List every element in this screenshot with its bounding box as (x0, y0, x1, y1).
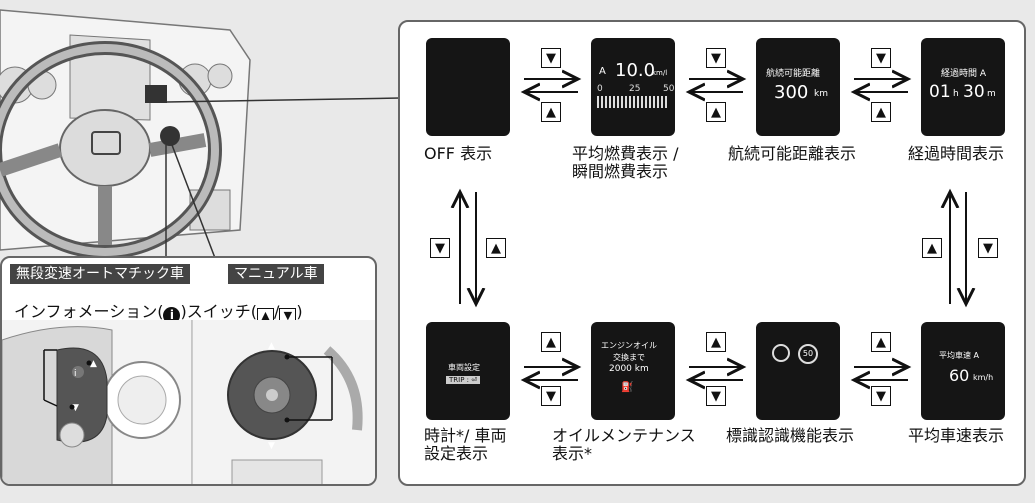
speed-limit-sign-icon: 50 (798, 344, 818, 364)
tab-cvt-label: 無段変速オートマチック車 (10, 264, 190, 284)
cycle-arrows (400, 22, 1028, 488)
down-button-icon: ▼ (871, 48, 891, 68)
no-overtaking-sign-icon (772, 344, 790, 362)
caption-speed: 平均車速表示 (908, 426, 1005, 445)
svg-text:▲: ▲ (90, 359, 97, 369)
switch-illustrations: i ▲ ▼ ▲ ▼ (2, 320, 375, 484)
info-icon: i (163, 307, 181, 324)
caption-sign: 標識認識機能表示 (726, 426, 855, 445)
tab-manual-label: マニュアル車 (228, 264, 324, 284)
screen-off (426, 38, 510, 136)
switch-callout: 無段変速オートマチック車 マニュアル車 インフォメーション(i)スイッチ(▲/▼… (0, 256, 377, 486)
up-button-icon: ▲ (706, 102, 726, 122)
screen-range: 航続可能距離 300 km (756, 38, 840, 136)
caption-clock-2: 設定表示 (424, 444, 489, 463)
up-button-icon: ▲ (541, 102, 561, 122)
down-button-icon: ▼ (430, 238, 450, 258)
svg-text:▼: ▼ (268, 441, 275, 451)
screen-sign-recognition: 50 (756, 322, 840, 420)
up-button-icon: ▲ (541, 332, 561, 352)
caption-fuel-1: 平均燃費表示 / (572, 144, 679, 163)
down-button-icon: ▼ (978, 238, 998, 258)
svg-text:▲: ▲ (268, 341, 275, 351)
caption-range: 航続可能距離表示 (728, 144, 857, 163)
fuel-bar-graph (597, 96, 669, 108)
caption-elapsed: 経過時間表示 (908, 144, 1005, 163)
down-button-icon: ▼ (871, 386, 891, 406)
down-button-icon: ▼ (541, 48, 561, 68)
svg-text:i: i (74, 369, 77, 379)
screen-vehicle-settings: 車両設定 TRIP : ⏎ (426, 322, 510, 420)
down-button-icon: ▼ (706, 386, 726, 406)
up-button-icon: ▲ (922, 238, 942, 258)
up-button-icon: ▲ (706, 332, 726, 352)
caption-oil-2: 表示* (552, 444, 593, 463)
screen-oil-maintenance: エンジンオイル 交換まで 2000 km ⛽ (591, 322, 675, 420)
display-cycle-panel: ▼ ▲ ▼ ▲ ▼ ▲ ▲ ▼ ▲ ▼ ▲ ▼ ▼ ▲ ▲ ▼ A 10.0 k… (398, 20, 1026, 486)
down-button-icon: ▼ (706, 48, 726, 68)
caption-off: OFF 表示 (424, 144, 493, 163)
svg-text:▼: ▼ (72, 403, 79, 413)
oil-can-icon: ⛽ (621, 382, 634, 393)
caption-fuel-2: 瞬間燃費表示 (572, 162, 669, 181)
screen-fuel-economy: A 10.0 km/l 0 25 50 (591, 38, 675, 136)
up-button-icon: ▲ (871, 102, 891, 122)
up-button-icon: ▲ (486, 238, 506, 258)
caption-oil-1: オイルメンテナンス (552, 426, 696, 445)
screen-elapsed-time: 経過時間 A 01 h 30 m (921, 38, 1005, 136)
switch-label: インフォメーション(i)スイッチ(▲/▼) (14, 298, 303, 325)
caption-clock-1: 時計*/ 車両 (424, 426, 507, 445)
screen-average-speed: 平均車速 A 60 km/h (921, 322, 1005, 420)
down-button-icon: ▼ (541, 386, 561, 406)
up-button-icon: ▲ (871, 332, 891, 352)
